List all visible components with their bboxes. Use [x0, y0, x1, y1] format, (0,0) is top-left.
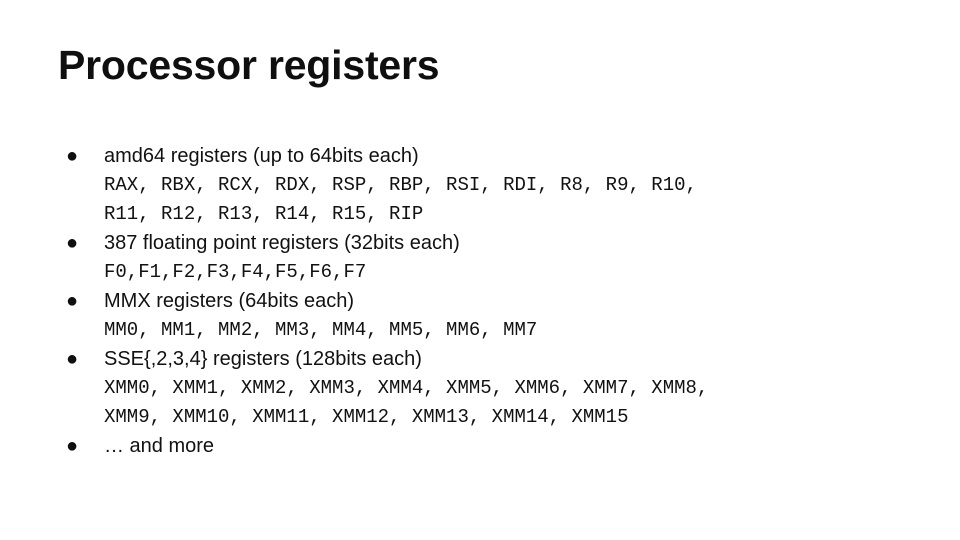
register-code-line: XMM9, XMM10, XMM11, XMM12, XMM13, XMM14,… — [104, 406, 629, 428]
list-item: ● … and more — [58, 432, 918, 461]
bullet-point-icon: ● — [66, 348, 79, 370]
list-item: ● amd64 registers (up to 64bits each) RA… — [58, 142, 918, 229]
register-code-line: F0,F1,F2,F3,F4,F5,F6,F7 — [104, 261, 367, 283]
bullet-point-icon: ● — [66, 145, 79, 167]
list-item-label: 387 floating point registers (32bits eac… — [104, 232, 460, 254]
list-item-label: amd64 registers (up to 64bits each) — [104, 145, 419, 167]
list-item: ● MMX registers (64bits each) MM0, MM1, … — [58, 287, 918, 345]
register-code-line: XMM0, XMM1, XMM2, XMM3, XMM4, XMM5, XMM6… — [104, 377, 709, 399]
page-title: Processor registers — [58, 42, 440, 88]
bullet-point-icon: ● — [66, 435, 79, 457]
list-item-label: MMX registers (64bits each) — [104, 290, 355, 312]
register-code-line: MM0, MM1, MM2, MM3, MM4, MM5, MM6, MM7 — [104, 319, 538, 341]
list-item-label: SSE{,2,3,4} registers (128bits each) — [104, 348, 422, 370]
list-item-label: … and more — [104, 435, 215, 457]
bullet-point-icon: ● — [66, 232, 79, 254]
list-item: ● SSE{,2,3,4} registers (128bits each) X… — [58, 345, 918, 432]
bullet-list: ● amd64 registers (up to 64bits each) RA… — [58, 142, 918, 461]
register-code-line: RAX, RBX, RCX, RDX, RSP, RBP, RSI, RDI, … — [104, 174, 697, 196]
register-code-line: R11, R12, R13, R14, R15, RIP — [104, 203, 424, 225]
bullet-point-icon: ● — [66, 290, 79, 312]
list-item: ● 387 floating point registers (32bits e… — [58, 229, 918, 287]
